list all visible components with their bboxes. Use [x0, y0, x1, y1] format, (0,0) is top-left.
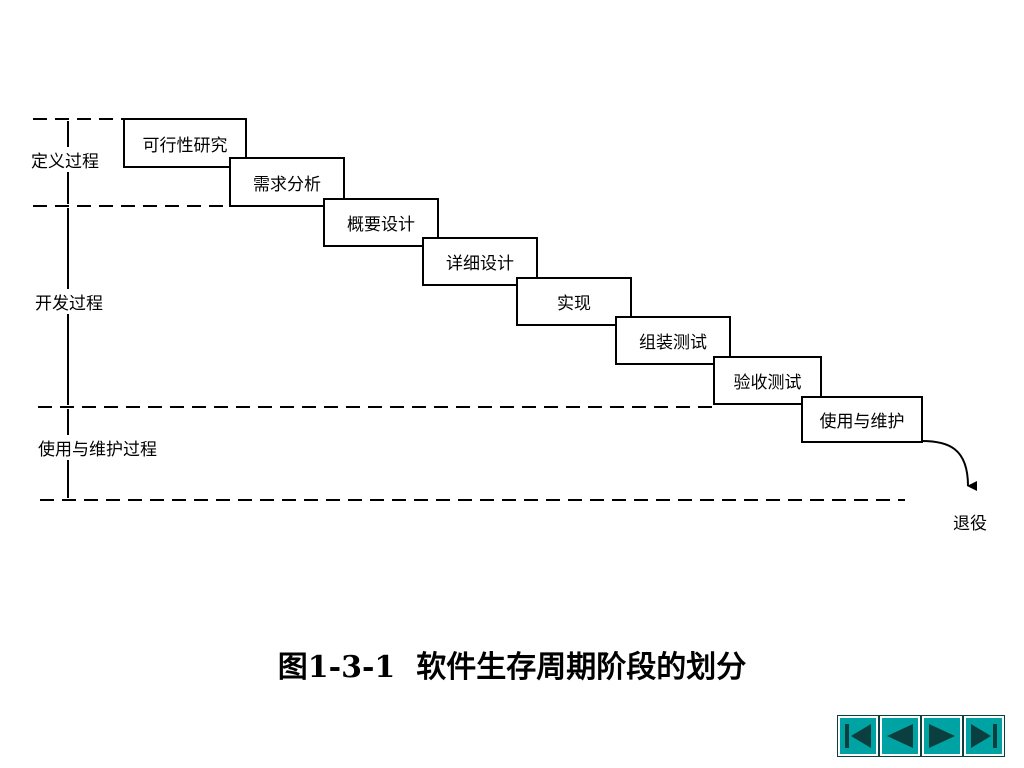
- next-page-button[interactable]: [921, 715, 963, 757]
- first-page-button[interactable]: [837, 715, 879, 757]
- stage-box: 概要设计: [323, 198, 439, 247]
- skip-back-icon: [845, 724, 871, 748]
- phase-label-definition: 定义过程: [29, 147, 101, 172]
- stage-box: 详细设计: [422, 237, 538, 286]
- figure-caption: 图1-3-1 软件生存周期阶段的划分: [277, 650, 747, 685]
- stage-box: 实现: [516, 277, 632, 326]
- stage-box: 使用与维护: [801, 396, 923, 443]
- slide-navigation: [837, 715, 1005, 757]
- retirement-arrow: [921, 440, 978, 491]
- phase-label-maintenance: 使用与维护过程: [36, 435, 159, 460]
- last-page-button[interactable]: [963, 715, 1005, 757]
- stage-box: 组装测试: [615, 316, 731, 365]
- previous-page-button[interactable]: [879, 715, 921, 757]
- triangle-right-icon: [929, 724, 955, 748]
- stage-box: 可行性研究: [123, 118, 247, 168]
- retirement-label: 退役: [953, 514, 987, 534]
- phase-label-development: 开发过程: [33, 289, 105, 314]
- skip-forward-icon: [971, 724, 997, 748]
- triangle-left-icon: [887, 724, 913, 748]
